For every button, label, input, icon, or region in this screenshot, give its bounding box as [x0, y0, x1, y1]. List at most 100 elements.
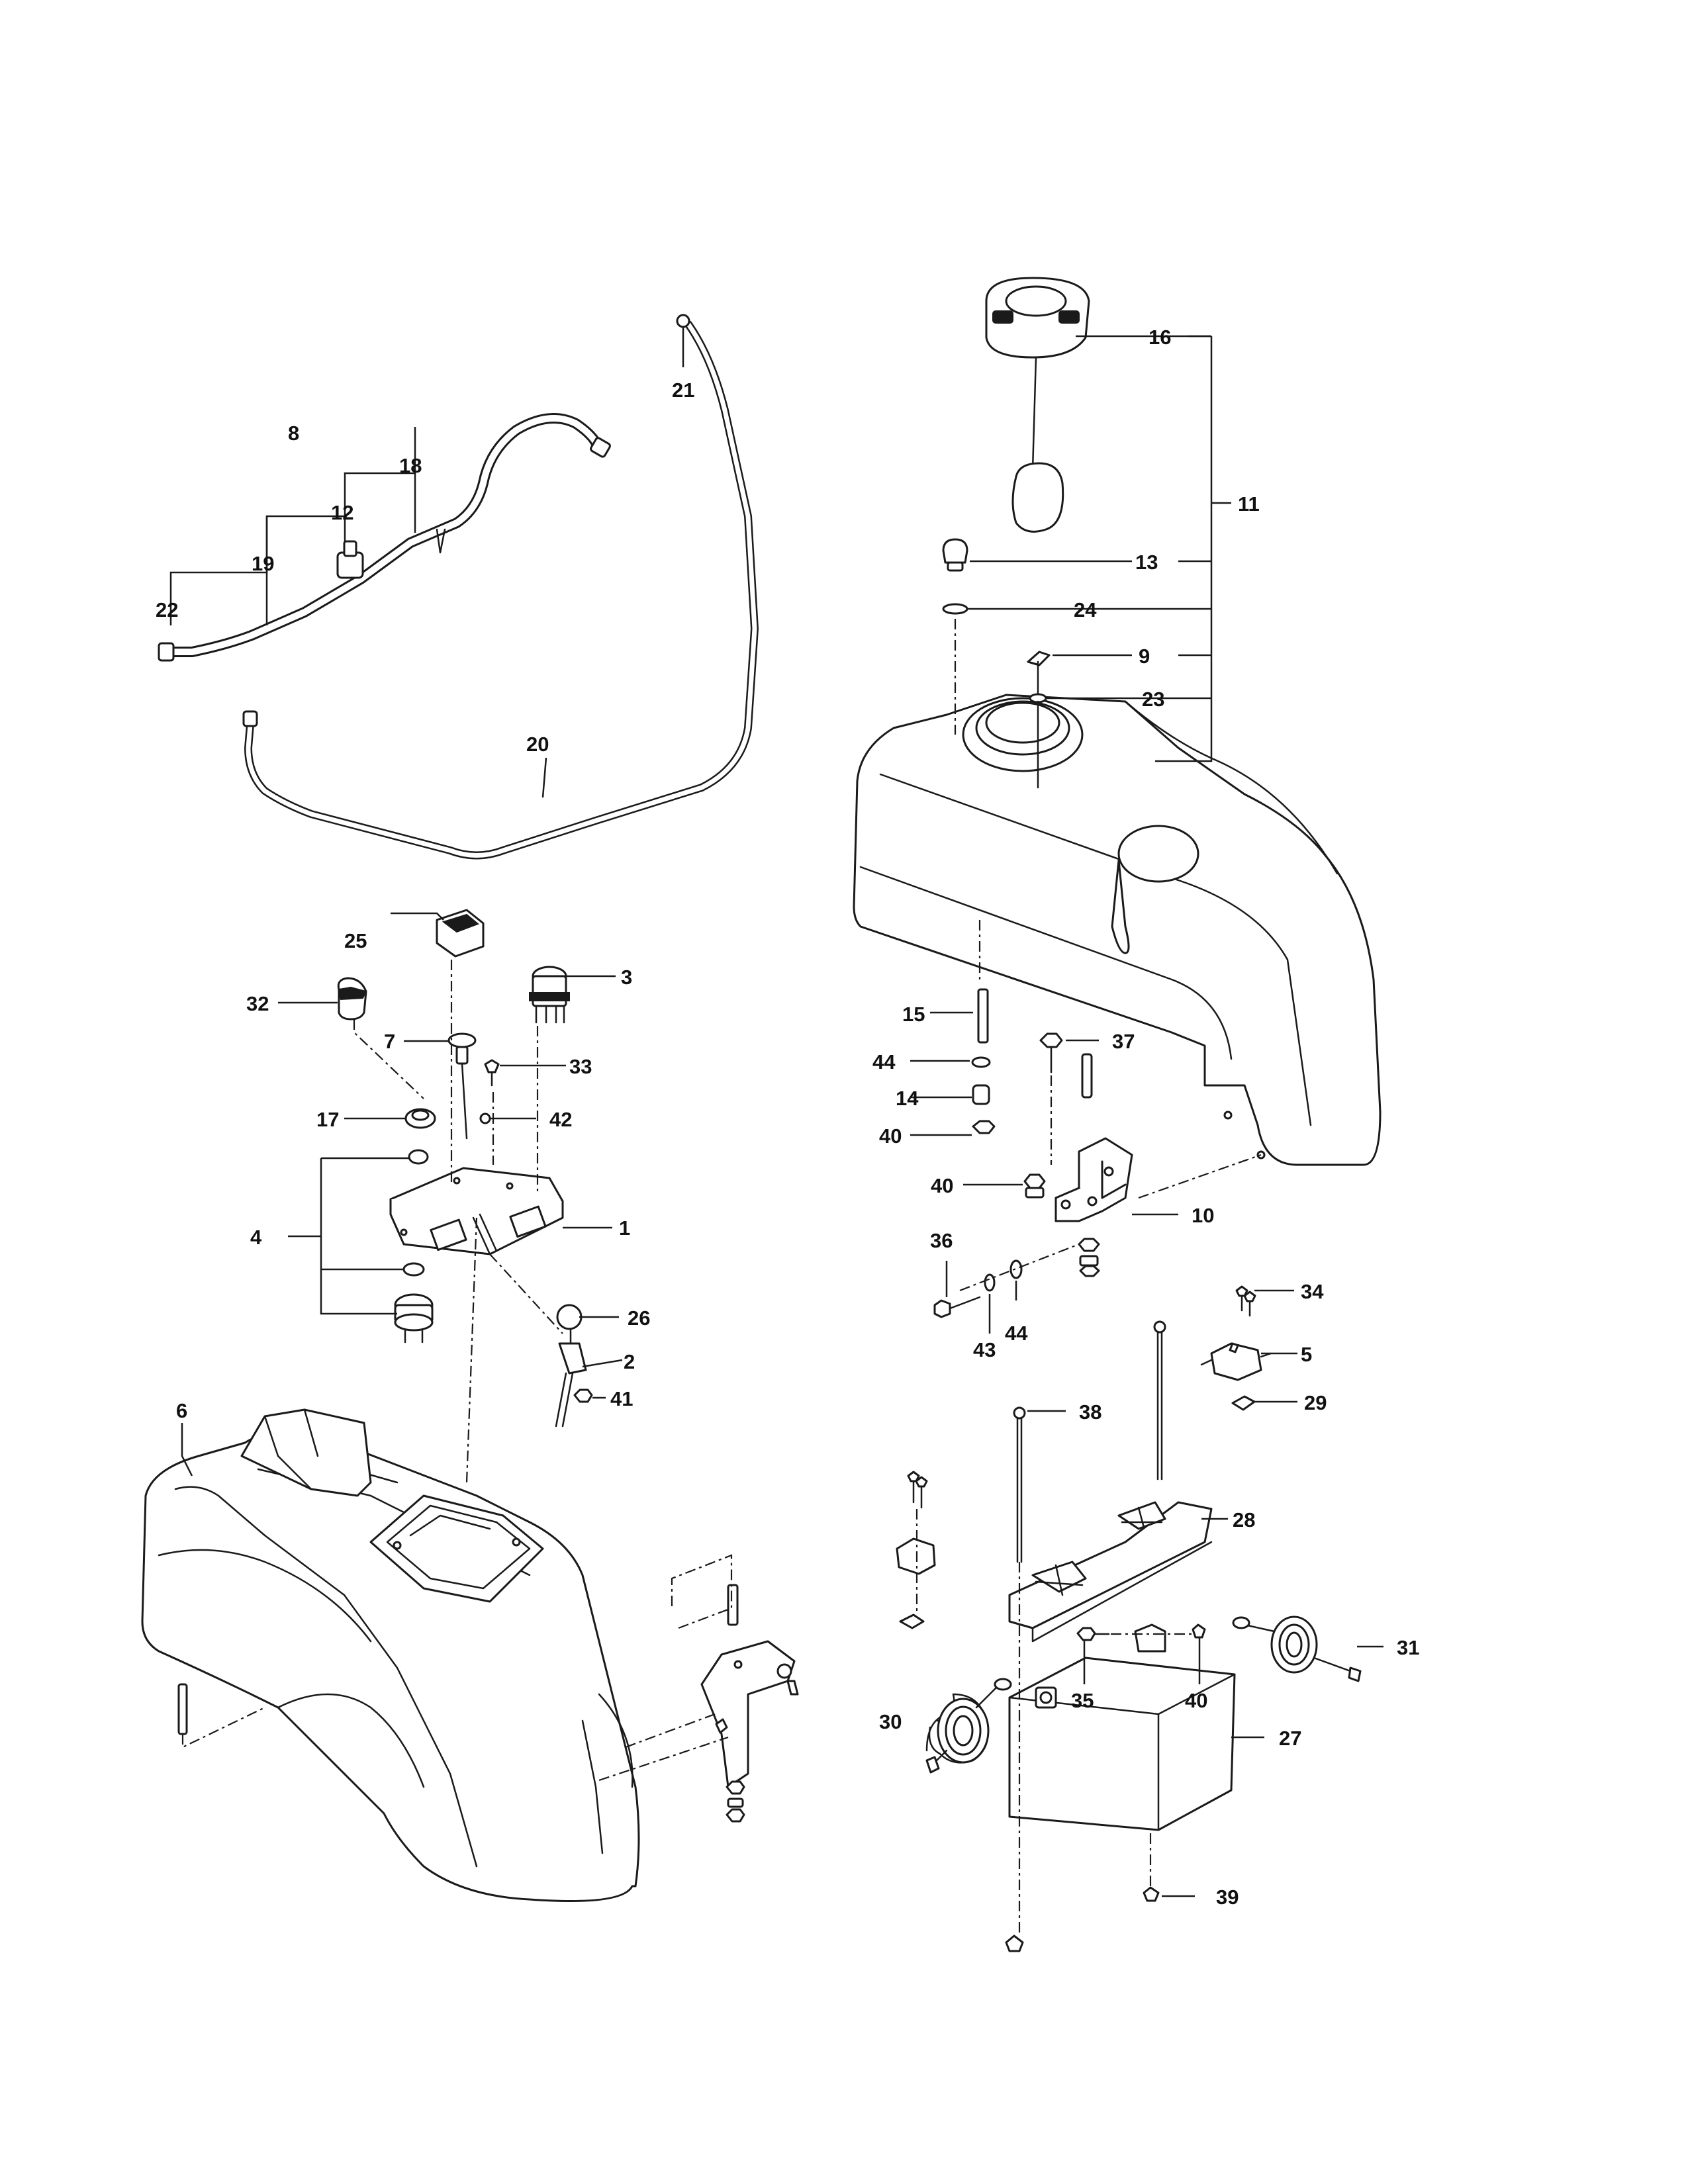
console-fender-icon: [141, 1428, 640, 1902]
callout-25: 25: [344, 929, 367, 952]
hose-clamp-icon: [436, 528, 446, 554]
lock-nut-icon: [402, 1262, 425, 1277]
washer-icon: [1009, 1259, 1023, 1279]
callout-1: 1: [619, 1216, 630, 1240]
callout-23: 23: [1142, 688, 1164, 711]
callout-3: 3: [621, 966, 632, 989]
screw-icon: [484, 1059, 500, 1073]
callout-40-bracket: 40: [931, 1174, 953, 1197]
solenoid-icon: [1210, 1342, 1262, 1381]
battery-hold-down-icon: [1008, 1501, 1213, 1629]
callout-44-lower: 44: [1005, 1322, 1028, 1345]
cap-tether-icon: [1011, 462, 1064, 533]
callout-14: 14: [896, 1087, 919, 1110]
solenoid-icon: [896, 1537, 936, 1575]
nut-icon: [573, 1388, 593, 1403]
hose-end-fitting-icon: [590, 437, 611, 458]
rod-bolt-icon: [1013, 1406, 1026, 1420]
callout-33: 33: [569, 1055, 592, 1078]
washer-icon: [479, 1113, 491, 1124]
callout-7: 7: [384, 1030, 395, 1053]
tank-mount-hardware: [933, 988, 1262, 1318]
clip-nut-icon: [1231, 1395, 1256, 1411]
leader-lines: [181, 328, 1383, 1897]
callout-5: 5: [1301, 1343, 1312, 1366]
hose-end-fitting-icon: [158, 642, 175, 662]
callout-12: 12: [331, 501, 353, 524]
callout-8: 8: [288, 422, 299, 445]
callout-35: 35: [1071, 1689, 1094, 1712]
callout-17: 17: [316, 1108, 339, 1131]
bolt-icon: [933, 1299, 951, 1318]
callout-labels: 1 2 3 4 5 6 7 8 9 10 11 12 13 14 15 16 1…: [156, 326, 1419, 1909]
console-fender-assembly: [141, 1408, 799, 1902]
callout-29: 29: [1304, 1391, 1327, 1414]
callout-40: 40: [879, 1124, 902, 1148]
callout-16: 16: [1149, 326, 1171, 349]
control-panel-parts: [288, 909, 593, 1483]
clip-nut-icon: [899, 1614, 925, 1629]
nut-icon: [1023, 1173, 1046, 1189]
stud-icon: [977, 988, 989, 1044]
nut-icon: [1192, 1623, 1206, 1639]
screw-icon: [1235, 1285, 1248, 1297]
hose-end-fitting-icon: [676, 314, 690, 328]
nut-icon: [1143, 1886, 1160, 1902]
fuel-tank-assembly: [853, 277, 1382, 1166]
cup-holder-icon: [1117, 825, 1199, 883]
callout-36: 36: [930, 1229, 953, 1252]
callout-9: 9: [1139, 645, 1150, 668]
callout-43: 43: [973, 1338, 996, 1361]
callout-19: 19: [252, 552, 274, 575]
callout-11: 11: [1238, 492, 1260, 516]
nut-icon: [726, 1780, 745, 1795]
bolt-icon: [1076, 1627, 1096, 1641]
callout-40-battery: 40: [1185, 1689, 1207, 1712]
battery-assembly: [896, 1285, 1362, 1952]
callout-2: 2: [624, 1350, 635, 1373]
side-mount-bracket-icon: [700, 1640, 796, 1788]
battery-icon: [1008, 1657, 1236, 1831]
lock-washer-icon: [984, 1273, 996, 1292]
callout-15: 15: [902, 1003, 925, 1026]
choke-knob-icon: [447, 1032, 477, 1048]
callout-18: 18: [399, 454, 422, 477]
callout-39: 39: [1216, 1886, 1239, 1909]
callout-20: 20: [526, 733, 549, 756]
callout-30: 30: [879, 1710, 902, 1733]
callout-4: 4: [250, 1226, 262, 1249]
callout-32: 32: [246, 992, 269, 1015]
hose-end-fitting-icon: [242, 710, 258, 727]
screw-icon: [907, 1471, 920, 1482]
terminal-icon: [1134, 1623, 1166, 1653]
fitting-icon: [1027, 651, 1051, 666]
callout-41: 41: [610, 1387, 633, 1410]
rod-bolt-icon: [1153, 1320, 1166, 1334]
washer-icon: [971, 1056, 991, 1068]
callout-34: 34: [1301, 1280, 1324, 1303]
callout-28: 28: [1233, 1508, 1255, 1531]
callout-26: 26: [628, 1306, 650, 1330]
fuel-hose-assembly: [158, 314, 759, 860]
callout-44: 44: [872, 1050, 896, 1073]
callout-38: 38: [1079, 1400, 1102, 1424]
throttle-ball-icon: [556, 1304, 583, 1330]
throttle-lever-icon: [558, 1342, 587, 1375]
callout-13: 13: [1135, 551, 1158, 574]
callout-22: 22: [156, 598, 178, 621]
callout-37: 37: [1112, 1030, 1135, 1053]
stud-icon: [177, 1683, 188, 1735]
washer-icon: [942, 603, 968, 615]
callout-27: 27: [1279, 1727, 1301, 1750]
grommet-icon: [972, 1084, 990, 1105]
callout-21: 21: [672, 379, 694, 402]
nut-icon: [1005, 1934, 1024, 1952]
vent-cap-icon: [942, 538, 968, 564]
callout-24: 24: [1074, 598, 1097, 621]
stud-icon: [727, 1584, 739, 1626]
nut-icon: [1078, 1238, 1100, 1252]
nut-icon: [408, 1149, 429, 1165]
callout-6: 6: [176, 1399, 187, 1422]
callout-10: 10: [1192, 1204, 1214, 1227]
